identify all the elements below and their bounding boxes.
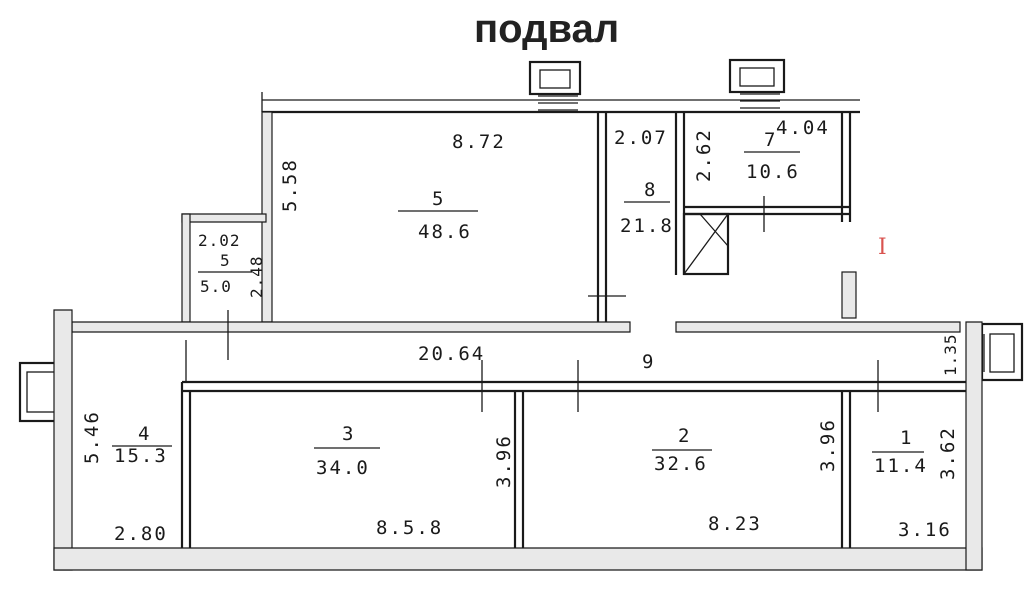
stair-room-8 — [682, 212, 730, 276]
corridor-walls — [71, 321, 966, 393]
room-5-number: 5 — [220, 251, 231, 270]
room-3-area: 34.0 — [316, 457, 370, 479]
dim-room-2-height: 3.96 — [817, 418, 839, 472]
room-4-area: 15.3 — [114, 445, 168, 467]
room-6-area: 48.6 — [418, 221, 472, 243]
dim-room-6-width: 8.72 — [452, 131, 506, 153]
dim-room-4-width: 2.80 — [114, 523, 168, 545]
dim-room-2-width: 8.23 — [708, 513, 762, 535]
dim-room-7-width: 4.04 — [776, 117, 830, 139]
dim-room-3-width: 8.5.8 — [376, 517, 443, 539]
red-mark: I — [878, 235, 887, 260]
room-7-area: 10.6 — [746, 161, 800, 183]
room-4-number: 4 — [138, 423, 151, 445]
lower-block-walls — [53, 309, 983, 571]
dim-room-8-width: 2.07 — [614, 127, 668, 149]
room-1-area: 11.4 — [874, 455, 928, 477]
room-5-area: 5.0 — [200, 277, 232, 296]
dim-corridor-length: 20.64 — [418, 343, 485, 365]
dim-room-7-height: 2.62 — [693, 128, 715, 182]
room-7-number: 7 — [764, 129, 777, 151]
stair-entrance-top-left — [528, 60, 582, 111]
dim-room-3-height: 3.96 — [493, 434, 515, 488]
room-2-number: 2 — [678, 425, 691, 447]
stair-entrance-right — [977, 322, 1024, 382]
dim-corridor-width: 1.35 — [941, 333, 960, 376]
room-2-area: 32.6 — [654, 453, 708, 475]
dim-room-5-height: 2.48 — [247, 255, 266, 298]
room-8-area: 21.8 — [620, 215, 674, 237]
room-9-number: 9 — [642, 351, 655, 373]
dim-room-5-width: 2.02 — [198, 231, 241, 250]
room-6-number: 5 — [432, 188, 445, 210]
dim-room-6-height: 5.58 — [279, 158, 301, 212]
dim-room-1-height: 3.62 — [937, 426, 959, 480]
stair-entrance-top-right — [728, 58, 786, 109]
room-1-number: 1 — [900, 427, 913, 449]
door-marks — [185, 196, 879, 412]
dim-room-1-width: 3.16 — [898, 519, 952, 541]
dim-room-4-height: 5.46 — [81, 410, 103, 464]
room-8-number: 8 — [644, 179, 657, 201]
room-3-number: 3 — [342, 423, 355, 445]
plan-title: подвал — [474, 7, 619, 51]
